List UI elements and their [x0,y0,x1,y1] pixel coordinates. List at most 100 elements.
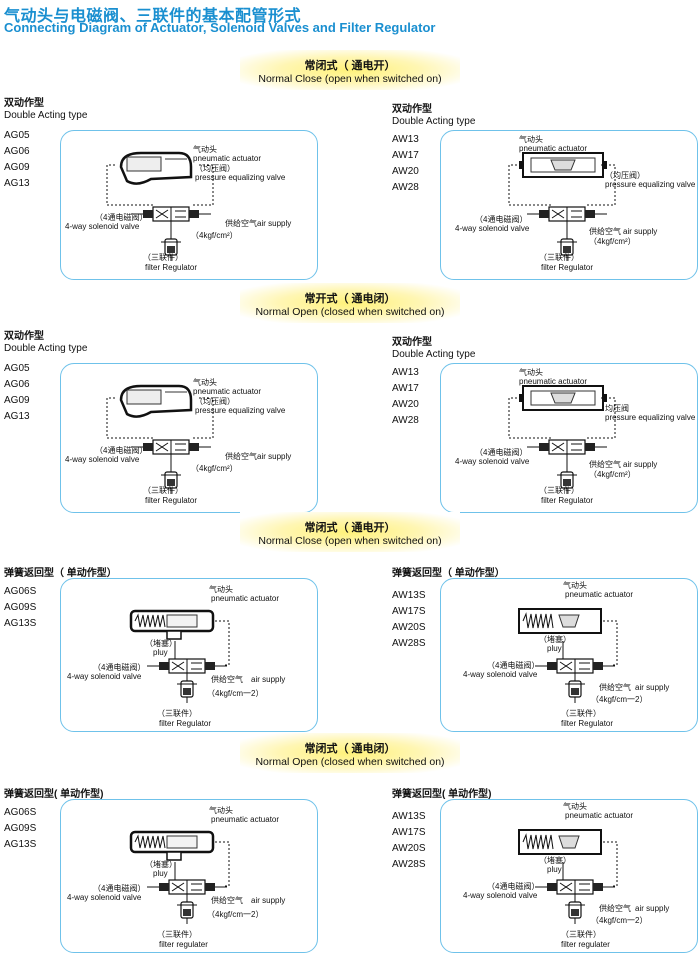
air-supply-label-en: air supply [635,904,670,913]
air-supply-label-cn: 供给空气 [589,227,621,236]
piping-diagram [508,152,616,261]
piping-diagram [129,830,230,924]
air-supply-label-cn: 供给空气 [225,452,257,461]
actuator-label-cn: 气动头 [193,378,217,387]
model-item: AW13S [392,590,426,601]
banner-title-cn: 常闭式（ 通电闭） [304,743,396,755]
plug-label-cn: （堵塞） [145,860,177,869]
actuator-label-en: pneumatic actuator [519,377,588,386]
model-item: AW20 [392,399,419,410]
filter-label-en: filter regulater [159,940,208,949]
supply-pressure-label: （4kgf/cm²） [589,470,636,479]
piping-diagram [518,829,618,924]
pressure-valve-label-en: pressure equalizing valve [605,413,696,422]
banner-title-cn: 常闭式（ 通电开） [304,60,396,72]
filter-label-en: filter Regulator [541,263,594,272]
actuator-label-en: pneumatic actuator [519,144,588,153]
solenoid-label-en: 4-way solenoid valve [67,893,142,902]
model-item: AG13 [4,178,30,189]
actuator-label-en: pneumatic actuator [211,594,280,603]
plug-label-en: pluy [547,865,562,874]
model-item: AW20S [392,843,426,854]
supply-pressure-label: （4kgf/cm²） [191,464,238,473]
air-supply-label-cn: 供给空气 [225,219,257,228]
supply-pressure-label: （4kgf/cm一2） [207,910,264,919]
type-label-en: Double Acting type [4,343,88,354]
filter-label-cn: （三联件） [157,709,197,718]
air-supply-label-cn: 供给空气 [211,896,243,905]
solenoid-label-cn: （4通电磁阀） [487,661,540,670]
solenoid-label-en: 4-way solenoid valve [65,455,140,464]
banner-title-en: Normal Open (closed when switched on) [255,306,445,318]
model-item: AW20S [392,622,426,633]
section-banner: 常开式（ 通电闭）Normal Open (closed when switch… [240,283,460,323]
model-item: AG06 [4,146,30,157]
actuator-label-en: pneumatic actuator [565,811,634,820]
model-item: AG09 [4,162,30,173]
type-label-cn: 弹簧返回型（ 单动作型） [392,568,505,579]
filter-regulator-symbol [161,471,181,494]
actuator-symbol [119,151,193,185]
actuator-label-cn: 气动头 [209,585,233,594]
piping-diagram [129,609,230,703]
solenoid-valve-symbol [527,206,607,222]
pressure-valve-label-cn: 均压阀 [605,404,629,413]
actuator-label-cn: 气动头 [563,581,587,590]
solenoid-valve-symbol [131,206,211,222]
model-item: AG05 [4,363,30,374]
filter-label-en: filter Regulator [561,719,614,728]
solenoid-label-en: 4-way solenoid valve [65,222,140,231]
model-item: AW17 [392,383,419,394]
model-item: AW20 [392,166,419,177]
actuator-symbol [519,152,607,178]
actuator-label-en: pneumatic actuator [193,387,262,396]
model-item: AG06S [4,807,37,818]
filter-label-cn: （三联件） [157,930,197,939]
air-supply-label-en: air supply [251,896,286,905]
actuator-symbol [129,830,215,861]
plug-label-cn: （堵塞） [145,639,177,648]
air-supply-label-en: air supply [623,227,658,236]
type-label-cn: 弹簧返回型( 单动作型) [392,789,492,800]
pressure-valve-label-en: pressure equalizing valve [605,180,696,189]
plug-label-cn: （堵塞） [539,856,571,865]
actuator-label-cn: 气动头 [563,802,587,811]
type-label-cn: 双动作型 [392,104,432,115]
solenoid-label-cn: （4通电磁阀） [93,663,146,672]
piping-diagram [106,384,214,494]
solenoid-label-cn: （4通电磁阀） [93,884,146,893]
model-item: AW17S [392,606,426,617]
actuator-label-cn: 气动头 [209,806,233,815]
piping-diagram [518,608,618,703]
filter-label-cn: （三联件） [143,486,183,495]
model-item: AW17 [392,150,419,161]
filter-label-en: filter Regulator [159,719,212,728]
supply-pressure-label: （4kgf/cm一2） [591,695,648,704]
model-item: AW28S [392,859,426,870]
filter-regulator-symbol [565,901,585,924]
air-supply-label-en: air supply [257,452,292,461]
type-label-cn: 弹簧返回型( 单动作型) [4,789,104,800]
plug-label-en: pluy [547,644,562,653]
filter-regulator-symbol [565,680,585,703]
actuator-symbol [518,608,602,634]
actuator-label-cn: 气动头 [519,135,543,144]
actuator-label-en: pneumatic actuator [211,815,280,824]
page-title-cn: 气动头与电磁阀、三联件的基本配管形式 [4,8,302,25]
model-item: AG06S [4,586,37,597]
type-label-cn: 双动作型 [4,331,44,342]
filter-regulator-symbol [557,471,577,494]
filter-regulator-symbol [161,238,181,261]
plug-label-en: pluy [153,869,168,878]
banner-title-en: Normal Close (open when switched on) [258,73,442,85]
actuator-symbol [518,829,602,855]
solenoid-valve-symbol [535,879,615,895]
model-item: AG13S [4,618,37,629]
actuator-label-en: pneumatic actuator [565,590,634,599]
